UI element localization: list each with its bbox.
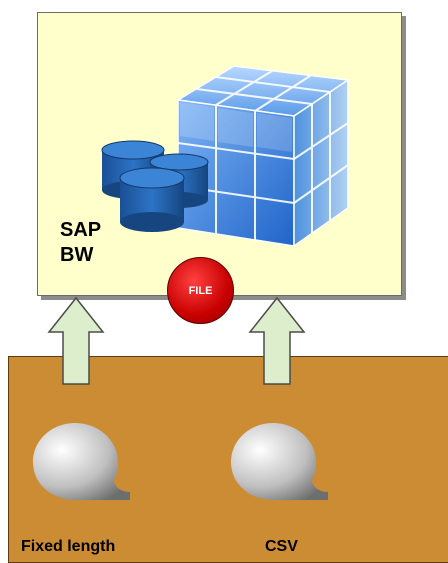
sap-bw-label: SAP BW xyxy=(60,218,130,268)
sap-label-line1: SAP xyxy=(60,219,102,241)
source-label-fixed-length: Fixed length xyxy=(21,538,116,555)
source-label-csv: CSV xyxy=(265,538,298,555)
sap-label-line2: BW xyxy=(60,244,94,266)
file-document-icon xyxy=(33,423,130,500)
database-icon xyxy=(101,140,209,232)
olap-cube-icon xyxy=(175,65,350,248)
file-badge-label: FILE xyxy=(188,284,213,297)
file-document-icon xyxy=(231,423,328,500)
file-badge: FILE xyxy=(167,257,234,324)
upload-arrow-icon xyxy=(47,296,105,385)
upload-arrow-icon xyxy=(248,296,306,385)
